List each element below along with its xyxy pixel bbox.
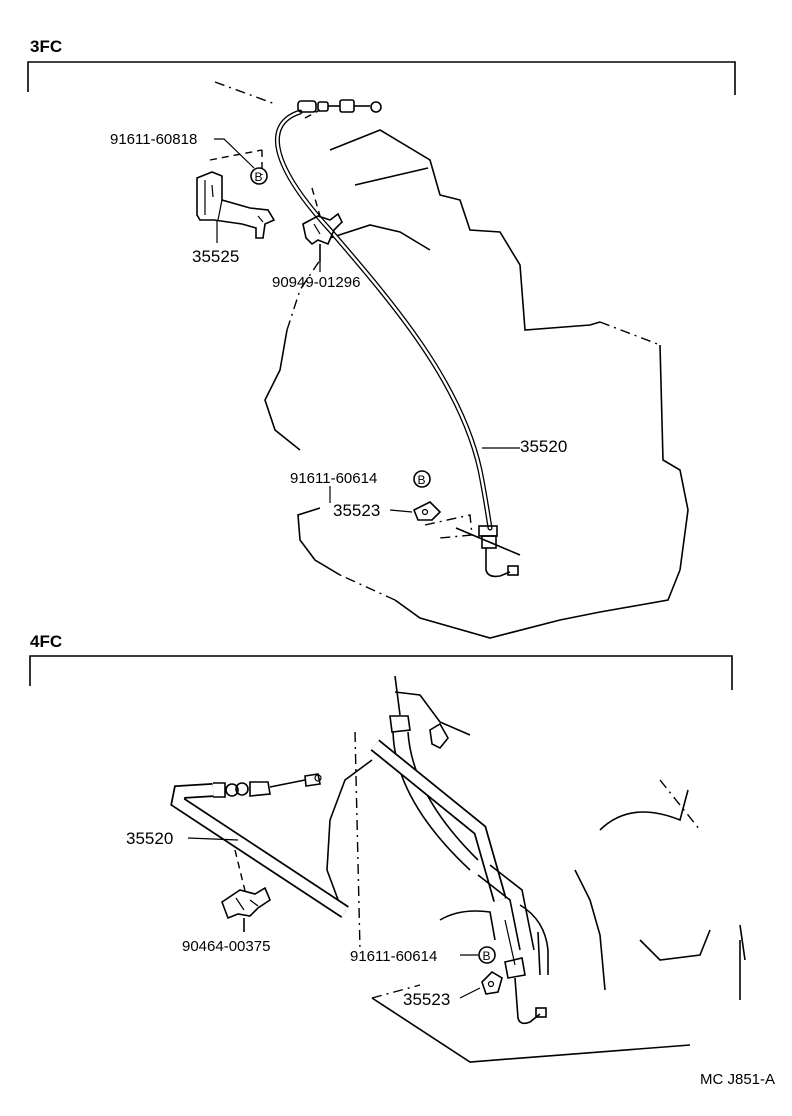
cable-35520-4fc [170, 773, 349, 918]
diagram-code: MC J851-A [700, 1071, 775, 1088]
label-bracket-35525: 35525 [192, 247, 239, 266]
section-title-4fc: 4FC [30, 632, 62, 651]
section-4fc: 4FC [29, 632, 746, 1063]
section-bracket-4fc [29, 655, 733, 690]
svg-text:B: B [483, 949, 491, 963]
leader-top-3fc [214, 81, 276, 105]
transmission-outline-3fc [264, 129, 689, 639]
label-cable-35520-4fc: 35520 [126, 829, 173, 848]
label-clamp-90949-01296: 90949-01296 [272, 274, 360, 291]
label-plate-35523-4fc: 35523 [403, 990, 450, 1009]
clamp-90464-00375 [221, 886, 271, 932]
label-plate-35523-3fc: 35523 [333, 501, 380, 520]
cable-35520-3fc [275, 99, 519, 578]
label-clamp-90464-00375: 90464-00375 [182, 938, 270, 955]
label-bolt-91611-60614-4fc: 91611-60614 [350, 948, 437, 965]
bracket-35525 [196, 171, 276, 239]
label-bolt-91611-60818: 91611-60818 [110, 131, 197, 148]
transmission-outline-4fc [326, 691, 746, 1063]
section-bracket-3fc [27, 61, 736, 95]
section-title-3fc: 3FC [30, 37, 62, 56]
label-bolt-91611-60614-3fc: 91611-60614 [290, 470, 377, 487]
plate-35523-4fc [481, 970, 503, 995]
marker-b-4fc: B [478, 946, 496, 964]
tube-assembly-4fc [370, 675, 547, 1025]
plate-35523-3fc [412, 501, 442, 521]
svg-text:B: B [255, 170, 263, 184]
svg-text:B: B [418, 473, 426, 487]
label-cable-35520-3fc: 35520 [520, 437, 567, 456]
section-3fc: 3FC [27, 37, 736, 639]
clamp-90949-01296 [302, 212, 343, 262]
marker-b-upper: B [250, 167, 268, 185]
marker-b-lower: B [413, 470, 431, 488]
